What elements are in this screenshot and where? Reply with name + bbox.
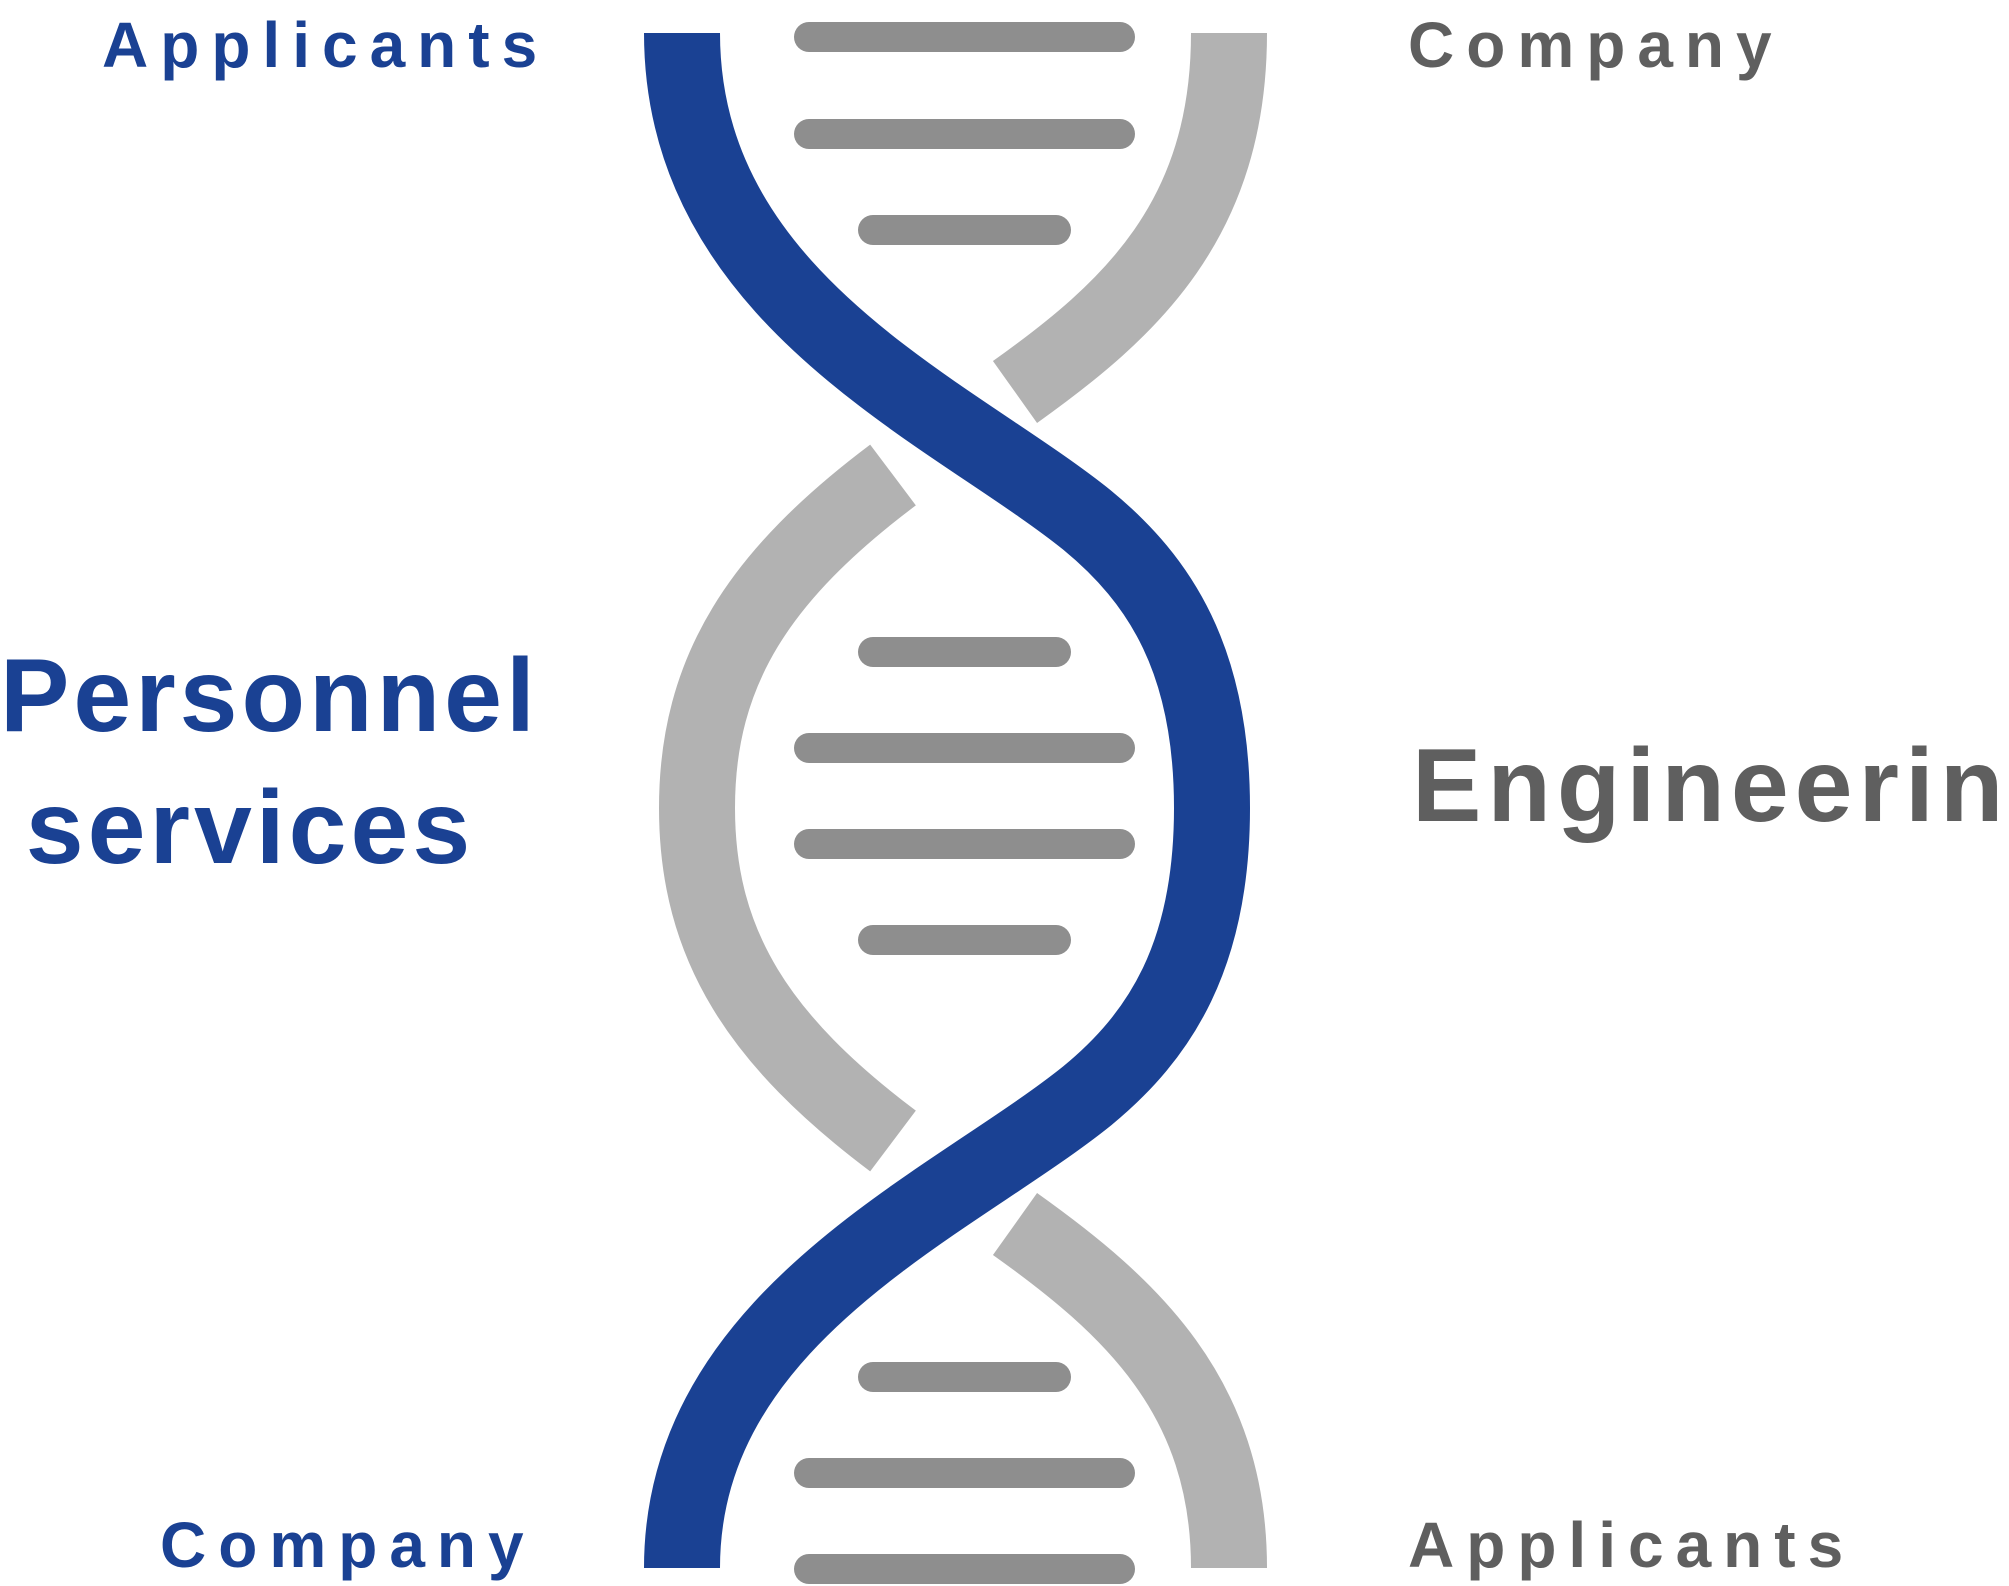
label-applicants-bottom: Applicants: [1408, 1509, 1856, 1581]
label-engineering: Engineering: [1412, 728, 2009, 844]
label-applicants-top: Applicants: [102, 9, 550, 81]
label-personnel-services: Personnel services: [0, 630, 539, 894]
label-company-bottom: Company: [160, 1509, 536, 1581]
gray-strand-bottom: [992, 1193, 1267, 1569]
blue-strand: [644, 32, 1251, 1569]
helix-rungs: [794, 22, 1135, 1584]
label-company-top: Company: [1408, 9, 1784, 81]
gray-strand-top: [992, 32, 1267, 423]
label-personnel: Personnel: [0, 638, 539, 754]
gray-strand-middle: [658, 444, 916, 1172]
label-services: services: [25, 770, 475, 886]
